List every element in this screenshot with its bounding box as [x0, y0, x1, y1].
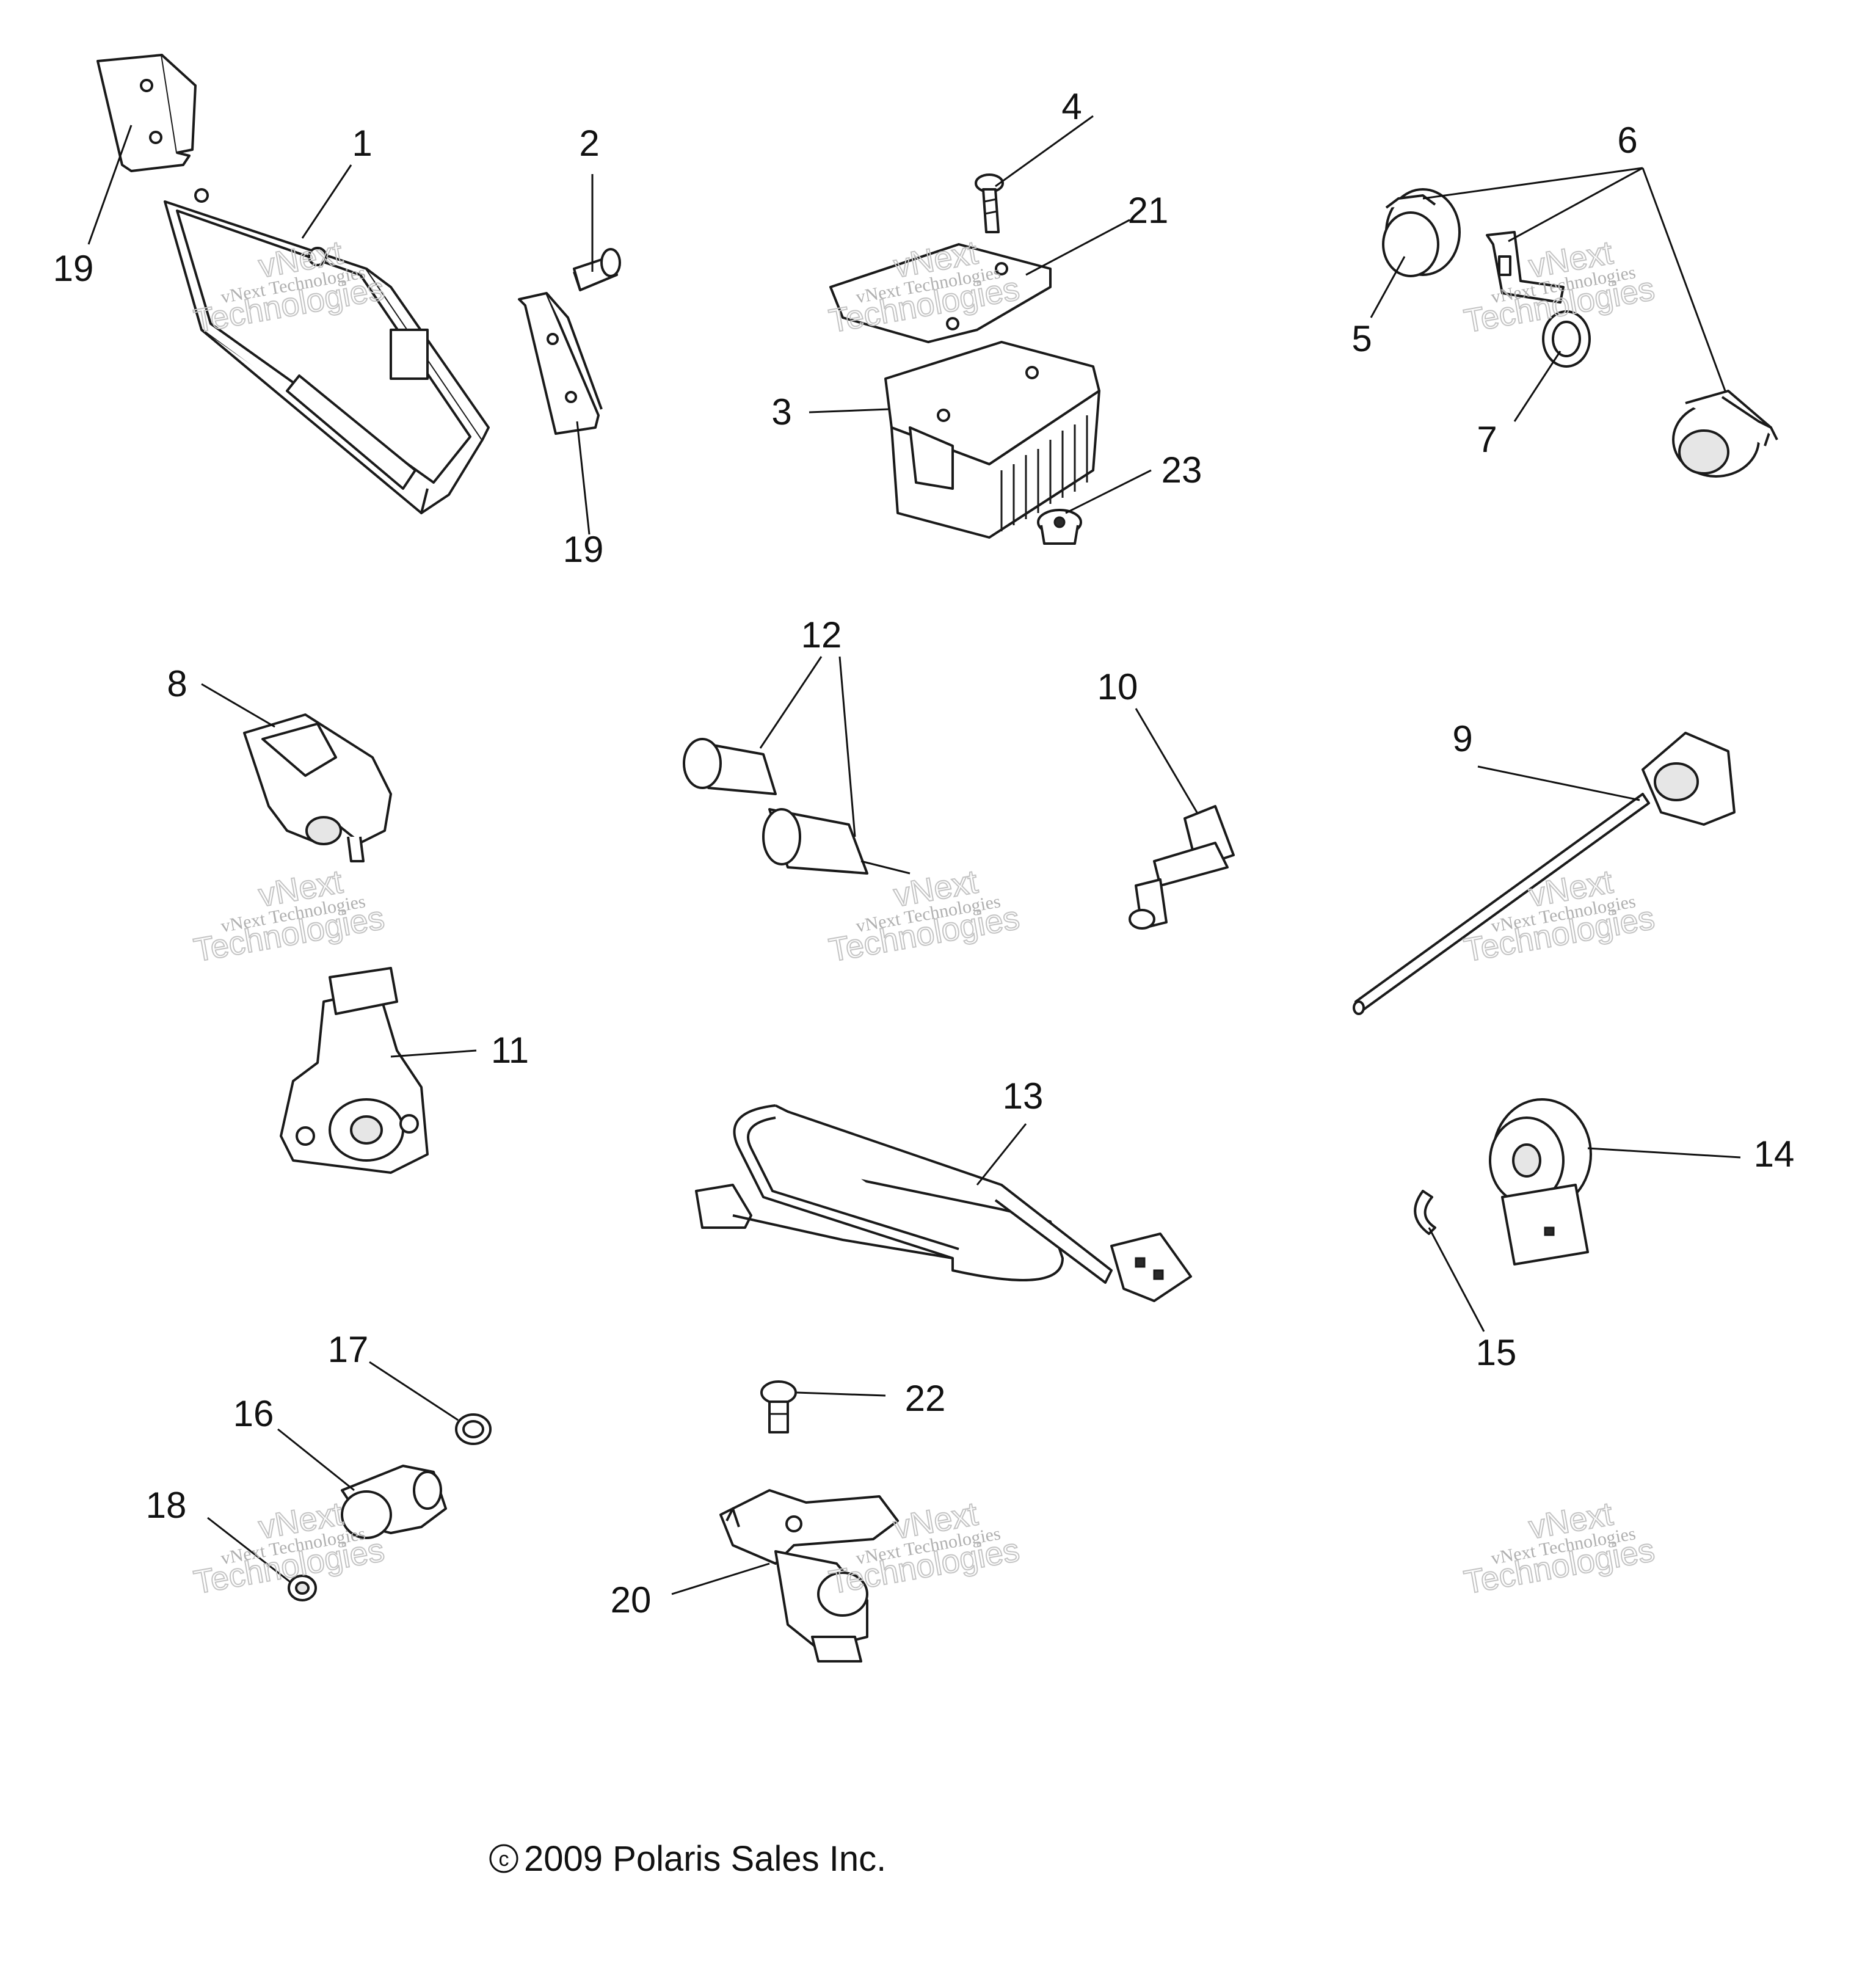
- callout-11: 11: [491, 1030, 529, 1071]
- callout-3: 3: [771, 392, 791, 432]
- callout-13: 13: [1003, 1076, 1044, 1116]
- leader-lines: [87, 115, 1741, 1595]
- callout-1: 1: [352, 123, 372, 164]
- copyright-notice: c 2009 Polaris Sales Inc.: [489, 1839, 886, 1879]
- part-2-bolt: [573, 248, 621, 291]
- callout-15: 15: [1476, 1332, 1517, 1373]
- callout-10: 10: [1097, 666, 1138, 707]
- callout-19-left: 19: [53, 248, 94, 289]
- callout-12: 12: [801, 614, 842, 655]
- callout-17: 17: [328, 1329, 369, 1370]
- part-21-gasket: [829, 243, 1052, 343]
- callouts: 1 2 4 21 3 23 6 5 7 19 19 8 12 10 9 11 1…: [53, 86, 1795, 1620]
- callout-21: 21: [1128, 190, 1169, 231]
- part-5-cap: [1382, 188, 1461, 277]
- part-8-map-sensor: [243, 713, 392, 862]
- part-6-sensor: [1672, 390, 1778, 478]
- part-17-o-ring: [455, 1413, 492, 1445]
- callout-18: 18: [146, 1485, 187, 1526]
- watermark-9: vNext Technologies vNext Technologies: [1461, 1495, 1658, 1601]
- copyright-symbol-icon: [489, 1844, 518, 1873]
- callout-8: 8: [167, 663, 187, 704]
- copyright-symbol-letter: c: [499, 1848, 509, 1871]
- part-11-tps: [280, 967, 429, 1174]
- part-6-clip: [1486, 231, 1565, 304]
- callout-2: 2: [579, 123, 599, 164]
- callout-22: 22: [905, 1378, 946, 1419]
- callout-23: 23: [1162, 450, 1202, 490]
- part-14-knock-sensor: [1489, 1098, 1592, 1266]
- part-12-fuses: [683, 738, 911, 875]
- callout-16: 16: [233, 1393, 274, 1434]
- part-1-ecu: [164, 188, 490, 514]
- part-22-screw: [760, 1380, 797, 1433]
- copyright-text: 2009 Polaris Sales Inc.: [524, 1839, 886, 1879]
- part-13-harness: [695, 1104, 1192, 1302]
- callout-7: 7: [1477, 419, 1497, 460]
- callout-9: 9: [1452, 718, 1472, 759]
- part-19-bracket-left: [96, 54, 197, 172]
- part-3-cover-box: [884, 341, 1100, 539]
- part-10-temp-sensor: [1129, 805, 1235, 930]
- watermark-3: vNext Technologies vNext Technologies: [1461, 233, 1658, 340]
- watermark-4: vNext Technologies vNext Technologies: [191, 862, 388, 969]
- callout-20: 20: [611, 1579, 652, 1620]
- part-4-screw: [975, 173, 1004, 233]
- callout-4: 4: [1061, 86, 1082, 127]
- watermark-5: vNext Technologies vNext Technologies: [826, 862, 1023, 969]
- part-16-sensor: [341, 1465, 447, 1539]
- part-18-plug: [288, 1575, 317, 1601]
- part-23-plug: [1037, 509, 1082, 545]
- part-19-bracket-right: [518, 292, 603, 435]
- part-9-sensor-rod: [1353, 732, 1736, 1015]
- callout-5: 5: [1351, 318, 1372, 359]
- part-7-ring: [1542, 310, 1591, 368]
- callout-6: 6: [1617, 120, 1637, 161]
- callout-19-right: 19: [563, 529, 604, 570]
- part-15-clip: [1414, 1190, 1436, 1235]
- callout-14: 14: [1754, 1134, 1795, 1175]
- part-20-iac-valve: [719, 1489, 899, 1663]
